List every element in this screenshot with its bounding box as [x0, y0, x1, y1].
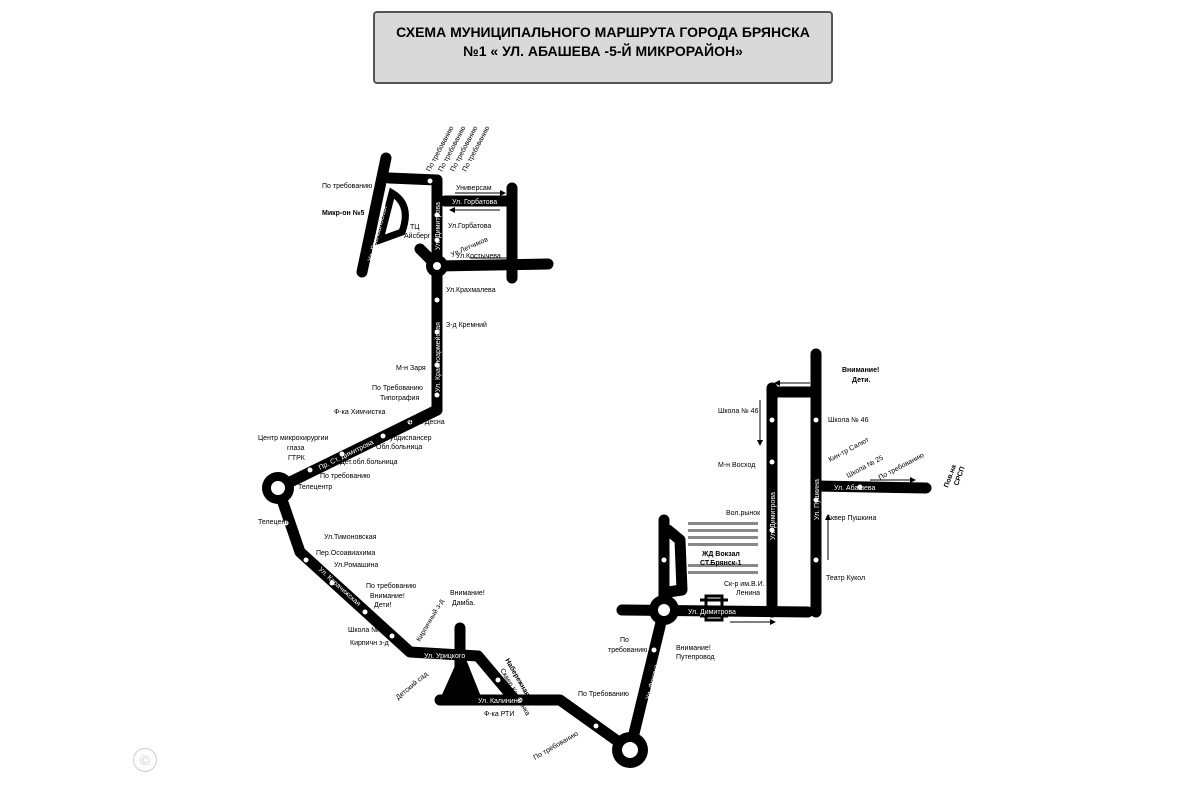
label-vol-rynok: Вол.рынок [726, 510, 761, 517]
label-kirpich-zd-2: Кирпичный з-д [415, 598, 446, 643]
label-per-osoaviakhima: Пер.Осоавиахима [316, 550, 375, 557]
railway-tracks [688, 522, 758, 574]
label-universam: Универсам [456, 185, 492, 192]
label-mikron5: Микр-он №5 [322, 209, 364, 217]
label-vnimanie-deti-2: Дети. [852, 377, 871, 384]
label-z-kremniy: З-д Кремний [446, 321, 487, 329]
label-po-treb-9: По требованию [532, 730, 580, 762]
label-skver-pushkina: Сквер Пушкина [826, 515, 876, 522]
street-name-gorbatova: Ул. Горбатова [452, 198, 497, 206]
street-roslavlskaya [356, 152, 392, 278]
label-deti-1: Дети! [374, 602, 392, 609]
label-det-bolnitsa: Дет.обл.больница [340, 458, 398, 466]
label-damba: Дамба. [452, 599, 475, 607]
street-name-uritskogo: Ул. Урицкого [424, 653, 465, 660]
copyright-icon: © [133, 748, 157, 772]
street-name-abasheva: Ул. Абашева [834, 484, 876, 492]
label-po-treb-8: По Требованию [578, 690, 629, 698]
label-po-treb-10: По требованию [877, 451, 925, 482]
label-glaza: глаза [287, 445, 305, 452]
street-name-dimitrova-east: Ул. Димитрова [770, 492, 777, 540]
label-tc: ТЦ [410, 224, 420, 231]
route-title-box: СХЕМА МУНИЦИПАЛЬНОГО МАРШРУТА ГОРОДА БРЯ… [373, 11, 833, 84]
label-puteprovod: Путепровод [676, 654, 715, 661]
label-ul-krakhmaleva: Ул.Крахмалева [446, 287, 496, 294]
label-skver-lenina-1: Ск-р им.В.И. [724, 581, 765, 588]
street-kalinina [434, 694, 636, 756]
street-names: Ул. Рославльская Ул. Димитрова Ул. Горба… [317, 198, 876, 705]
street-name-kalinina: Ул. Калинина [478, 698, 522, 705]
label-tubdispanser: Тубдиспансер [386, 434, 432, 442]
label-kin-salyut: Кин-тр Салют [828, 436, 871, 464]
mikron-loop [374, 187, 409, 246]
label-vnimanie-deti-1: Внимание! [842, 367, 879, 374]
route-line [272, 152, 932, 756]
label-ul-kostycheva: Ул.Костычева [456, 253, 501, 260]
route-stops [283, 178, 863, 729]
label-vnimanie-3: Внимание! [676, 645, 711, 652]
street-karachizhskaya [272, 482, 521, 706]
label-f-rti: Ф-ка РТИ [484, 711, 514, 718]
label-po-treb-6: По требованию [320, 472, 370, 480]
label-po-1: По [620, 637, 629, 644]
label-m-voskhod: М-н Восход [718, 462, 755, 469]
direction-arrows [449, 190, 916, 625]
route-title-line-2: №1 « УЛ. АБАШЕВА -5-Й МИКРОРАЙОН» [463, 43, 743, 59]
street-fokina [624, 604, 670, 756]
label-po-treb-7: По требованию [366, 582, 416, 590]
label-ul-gorbatova: Ул.Горбатова [448, 222, 491, 230]
street-name-stanke-dimitrova: Пр. Ст. Димитрова [318, 439, 375, 472]
label-skver-lenina-2: Ленина [736, 590, 760, 597]
label-trebovaniyu: требованию [608, 646, 647, 654]
label-st-bryansk: СТ.Брянск-1 [700, 560, 742, 567]
label-vnimanie-2: Внимание! [450, 590, 485, 597]
street-name-pushkina: Ул. Пушкина [814, 479, 821, 520]
label-telecentr-2: Телецентр [258, 519, 292, 526]
label-ul-timonovskaya: Ул.Тимоновская [324, 534, 377, 541]
label-aisberg: Айсберг [404, 232, 431, 240]
label-shkola6: Школа № 6 [348, 627, 385, 634]
street-name-karachizhskaya: Ул. Карачижская [317, 566, 362, 608]
label-vnimanie-1: Внимание! [370, 593, 405, 600]
label-ul-romashina: Ул.Ромашина [334, 562, 378, 569]
label-tsentr: Центр микрохирургии [258, 435, 328, 442]
label-telecentr-1: Телецентр [298, 484, 332, 491]
street-name-dimitrova-right: Ул. Димитрова [688, 609, 736, 616]
label-shkola46-2: Школа № 46 [828, 417, 869, 424]
label-gtrk: ГТРК [288, 455, 306, 462]
uritskogo-triangle [437, 649, 484, 704]
puteprovod-bridge-icon [700, 594, 728, 622]
label-f-khimchistka: Ф-ка Химчистка [334, 409, 386, 416]
label-po-treb-west: По требованию [322, 182, 372, 190]
station-loop [662, 524, 688, 598]
street-name-krasnoarmeyskaya: Ул. Красноармейская [434, 322, 442, 392]
label-obl-bolnitsa: Обл.больница [376, 443, 422, 451]
label-teatr-kukol: Театр Кукол [826, 575, 865, 582]
label-f-desna: Ф-ка Десна [408, 419, 445, 426]
roundabouts [262, 255, 679, 768]
label-zhd-vokzal: ЖД Вокзал [701, 551, 740, 558]
route-title-line-1: СХЕМА МУНИЦИПАЛЬНОГО МАРШРУТА ГОРОДА БРЯ… [396, 24, 810, 40]
label-m-zarya: М-н Заря [396, 365, 426, 372]
street-abasheva [810, 480, 932, 494]
label-shkola46-1: Школа № 46 [718, 408, 759, 415]
label-po-treb-5: По Требованию [372, 384, 423, 392]
label-tipografiya: Типография [380, 395, 420, 402]
label-kirpich-zd: Кирпичн з-д [350, 640, 389, 647]
street-name-dimitrova-top: Ул. Димитрова [435, 202, 442, 250]
label-detskiy-sad: Детский сад [394, 670, 429, 701]
